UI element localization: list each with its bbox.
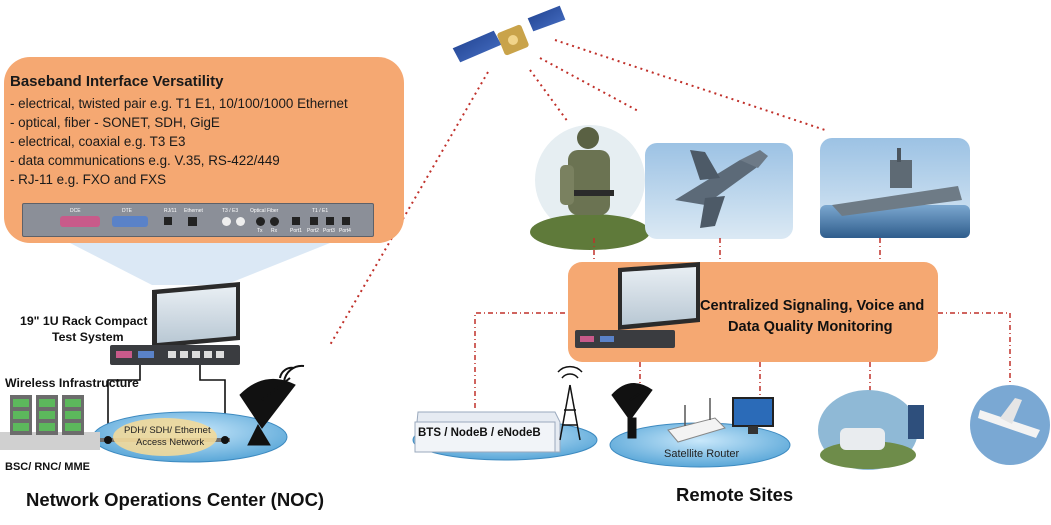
satellite-icon — [451, 4, 567, 64]
t3-port — [222, 217, 231, 226]
t1-port — [292, 217, 300, 225]
bts-label: BTS / NodeB / eNodeB — [418, 427, 541, 439]
feature-item: - RJ-11 e.g. FXO and FXS — [10, 172, 167, 187]
access-network-label: PDH/ SDH/ Ethernet — [124, 425, 211, 436]
ship-photo — [820, 138, 970, 238]
rack-label-line1: 19" 1U Rack Compact — [20, 314, 148, 328]
port-label: Port3 — [323, 228, 335, 234]
t1-port — [342, 217, 350, 225]
port-label: Port4 — [339, 228, 351, 234]
feature-item: - electrical, coaxial e.g. T3 E3 — [10, 134, 186, 149]
satellite-links — [329, 39, 826, 346]
t1-port — [310, 217, 318, 225]
router-icon — [667, 417, 726, 443]
remote-satellite-dish-icon — [611, 383, 653, 439]
dte-label: DTE — [122, 208, 132, 214]
access-network-label: Access Network — [136, 437, 205, 448]
monitoring-line2: Data Quality Monitoring — [728, 319, 893, 335]
soldier-photo — [530, 125, 650, 250]
satellite-router-label: Satellite Router — [664, 448, 740, 460]
fiber-tx-port — [256, 217, 265, 226]
cell-tower-icon — [557, 365, 583, 441]
jet-photo — [645, 143, 793, 239]
dte-connector — [112, 216, 148, 227]
bsc-label: BSC/ RNC/ MME — [5, 461, 90, 473]
monitoring-line1: Centralized Signaling, Voice and — [700, 298, 925, 314]
wireless-infrastructure-label: Wireless Infrastructure — [5, 376, 139, 390]
t3e3-label: T3 / E3 — [222, 208, 239, 214]
feature-item: - data communications e.g. V.35, RS-422/… — [10, 153, 280, 168]
monitor-icon — [732, 397, 774, 434]
rx-label: Rx — [271, 228, 278, 234]
ethernet-label: Ethernet — [184, 208, 203, 214]
feature-item: - optical, fiber - SONET, SDH, GigE — [10, 115, 220, 130]
noc-links — [107, 365, 226, 440]
tx-label: Tx — [257, 228, 263, 234]
noc-title: Network Operations Center (NOC) — [26, 489, 325, 510]
noc-rack-test-system — [110, 282, 240, 365]
rack-label-line2: Test System — [52, 330, 124, 344]
access-network-cloud — [113, 418, 217, 456]
callout-beam — [70, 243, 330, 285]
noc-satellite-dish-icon — [239, 364, 305, 446]
fiber-rx-port — [270, 217, 279, 226]
dce-label: DCE — [70, 208, 81, 214]
remote-sites-title: Remote Sites — [676, 484, 794, 505]
t1-port — [326, 217, 334, 225]
airplane-photo — [970, 385, 1050, 465]
port-label: Port1 — [290, 228, 302, 234]
optical-fiber-label: Optical Fiber — [250, 208, 279, 214]
e3-port — [236, 217, 245, 226]
t1e1-label: T1 / E1 — [312, 208, 329, 214]
ethernet-port — [188, 217, 197, 226]
feature-item: - electrical, twisted pair e.g. T1 E1, 1… — [10, 96, 348, 111]
remote-rack-test-system — [575, 262, 700, 348]
callout-title: Baseband Interface Versatility — [10, 73, 224, 90]
rj11-port — [164, 217, 172, 225]
vehicle-photo — [818, 390, 924, 470]
dce-connector — [60, 216, 100, 227]
port-label: Port2 — [307, 228, 319, 234]
server-racks-icon — [10, 395, 84, 435]
rj11-label: RJ/11 — [164, 208, 177, 214]
